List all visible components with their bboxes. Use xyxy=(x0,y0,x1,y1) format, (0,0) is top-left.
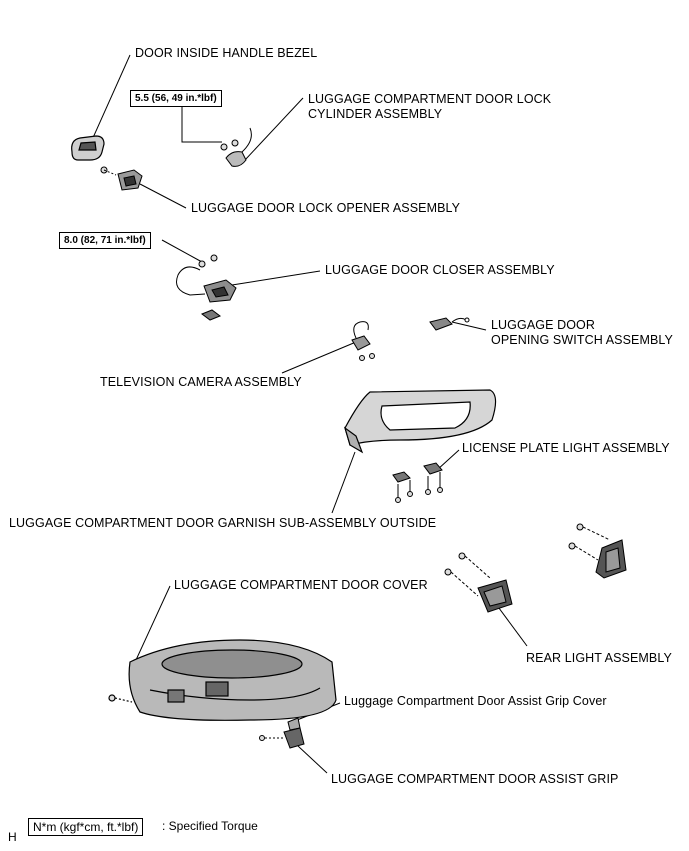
leader-license-light xyxy=(436,449,460,471)
license-plate-light-part xyxy=(392,462,443,503)
rear-light-left-part xyxy=(444,552,513,613)
torque-box-lock-cylinder: 5.5 (56, 49 in.*lbf) xyxy=(130,90,222,107)
leader-lock-opener xyxy=(139,183,187,209)
label-rear-light: REAR LIGHT ASSEMBLY xyxy=(526,651,672,665)
torque-box-closer: 8.0 (82, 71 in.*lbf) xyxy=(59,232,151,249)
leader-opening-switch xyxy=(451,321,487,331)
label-door-inside-handle-bezel: DOOR INSIDE HANDLE BEZEL xyxy=(135,46,318,60)
leader-garnish xyxy=(331,451,356,514)
leader-handle-bezel xyxy=(91,54,131,141)
rear-light-right-part xyxy=(568,523,627,579)
label-assist-grip-cover: Luggage Compartment Door Assist Grip Cov… xyxy=(344,694,607,708)
lock-cylinder-part xyxy=(220,127,252,167)
opening-switch-part xyxy=(429,317,470,331)
label-door-cover: LUGGAGE COMPARTMENT DOOR COVER xyxy=(174,578,428,592)
door-cover-part xyxy=(108,639,337,721)
leader-door-cover xyxy=(135,585,171,661)
lock-opener-part xyxy=(100,166,143,191)
garnish-outside-part xyxy=(343,389,497,454)
label-tv-camera: TELEVISION CAMERA ASSEMBLY xyxy=(100,375,302,389)
assist-grip-part xyxy=(259,717,305,749)
legend-description: : Specified Torque xyxy=(162,819,258,833)
label-license-plate-light: LICENSE PLATE LIGHT ASSEMBLY xyxy=(462,441,670,455)
corner-letter: H xyxy=(8,830,17,844)
label-door-closer: LUGGAGE DOOR CLOSER ASSEMBLY xyxy=(325,263,555,277)
leader-tv-camera xyxy=(281,341,357,374)
leader-torque-8-0 xyxy=(161,239,203,263)
label-assist-grip: LUGGAGE COMPARTMENT DOOR ASSIST GRIP xyxy=(331,772,619,786)
legend-units-box: N*m (kgf*cm, ft.*lbf) xyxy=(28,818,144,836)
label-opening-switch: LUGGAGE DOOR OPENING SWITCH ASSEMBLY xyxy=(491,318,673,347)
label-garnish-outside: LUGGAGE COMPARTMENT DOOR GARNISH SUB-ASS… xyxy=(9,516,437,530)
handle-bezel-part xyxy=(71,135,105,161)
label-lock-cylinder: LUGGAGE COMPARTMENT DOOR LOCK CYLINDER A… xyxy=(308,92,552,121)
tv-camera-part xyxy=(351,321,375,361)
door-closer-part xyxy=(176,254,237,321)
leader-door-closer xyxy=(231,270,321,286)
leader-lock-cylinder xyxy=(244,97,304,161)
label-lock-opener: LUGGAGE DOOR LOCK OPENER ASSEMBLY xyxy=(191,201,461,215)
leader-torque-5-5 xyxy=(181,104,222,143)
leader-assist-grip xyxy=(297,745,328,774)
